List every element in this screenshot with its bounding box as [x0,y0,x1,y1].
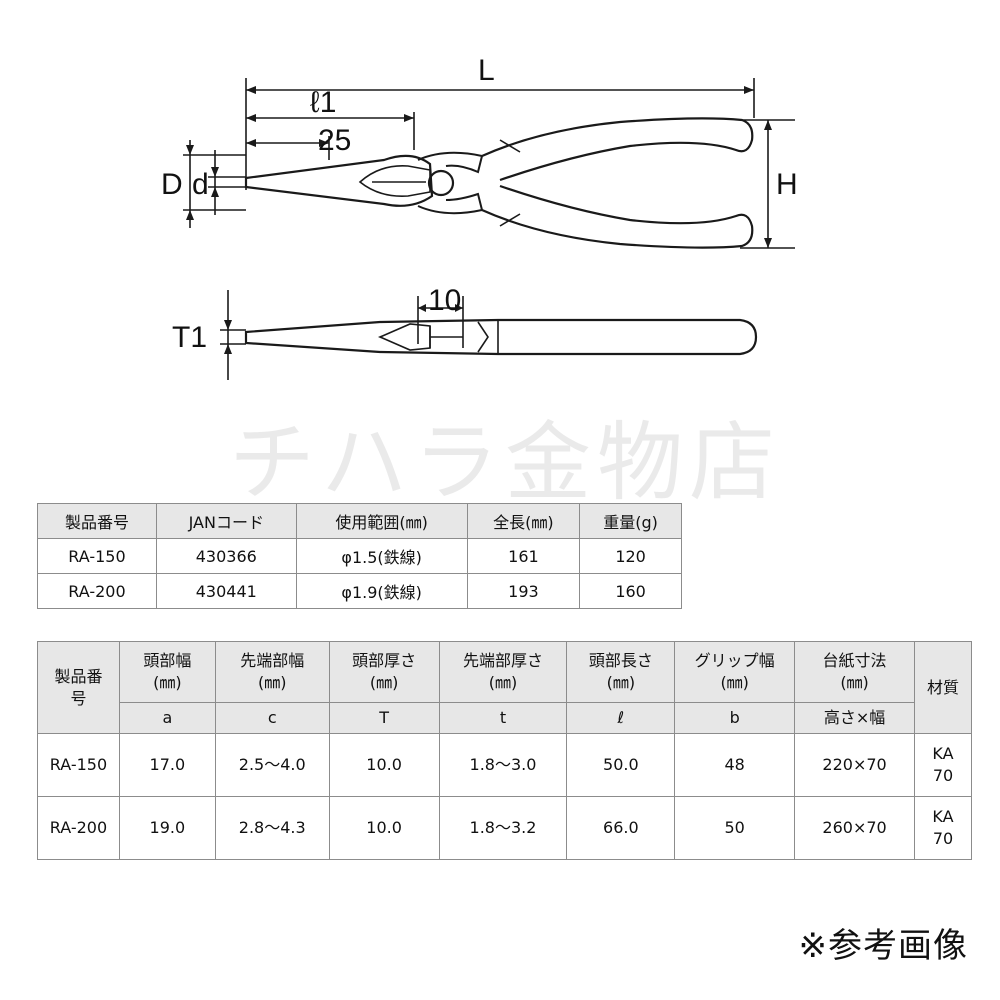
table-cell: φ1.5(鉄線) [295,538,468,574]
table-cell: 220×70 [794,733,916,797]
header-symbol: 高さ×幅 [794,702,916,734]
table-cell: 430441 [155,573,297,609]
header-symbol: b [674,702,796,734]
table-cell: RA-150 [37,733,120,797]
header-unit: (㎜) [369,673,399,692]
table-cell: 260×70 [794,796,916,860]
header-symbol: t [438,702,568,734]
header-name: 頭部長さ [588,651,653,671]
header-name: 頭部幅 [143,651,192,671]
table-cell: RA-200 [37,796,120,860]
header-symbol: T [328,702,440,734]
header-name: 先端部幅 [240,651,305,671]
dim-25-label: 25 [318,124,351,157]
table-row: RA-200 430441 φ1.9(鉄線) 193 160 [37,573,682,609]
table-cell: 2.8〜4.3 [214,796,330,860]
table-row: RA-200 19.0 2.8〜4.3 10.0 1.8〜3.2 66.0 50… [37,796,972,860]
table-cell: 10.0 [328,796,440,860]
dim-d-label: d [192,168,209,201]
reference-image-note: ※参考画像 [798,926,968,966]
header-cell: JANコード [155,503,297,539]
table-cell: 19.0 [118,796,216,860]
table-cell: 120 [579,538,682,574]
dim-l1-label: ℓ1 [310,86,336,119]
header-cell: 重量(g) [579,503,682,539]
spec-table-dimensions: 製品番 号 頭部幅 (㎜) 先端部幅 (㎜) 頭部厚さ (㎜) 先端部厚さ (㎜) 頭部… [37,641,972,860]
dim-L-label: L [478,54,495,87]
header-cell: 製品番号 [37,503,157,539]
header-unit: (㎜) [840,673,869,692]
table-cell: φ1.9(鉄線) [295,573,468,609]
table-row: RA-150 17.0 2.5〜4.0 10.0 1.8〜3.0 50.0 48… [37,733,972,797]
watermark: チハラ金物店 [229,413,781,513]
table-cell: 430366 [155,538,297,574]
table-header-row: 製品番号 JANコード 使用範囲(㎜) 全長(㎜) 重量(g) [37,503,682,539]
table-cell: 17.0 [118,733,216,797]
dim-10-label: 10 [428,284,461,317]
header-symbol: ℓ [566,702,676,734]
table-cell: 48 [674,733,796,797]
table-cell: 161 [466,538,581,574]
header-name: 先端部厚さ [462,651,543,671]
table-cell: KA 70 [914,733,972,797]
header-material: 材質 [914,641,972,734]
dim-D-label: D [161,168,183,201]
pliers-diagram: L ℓ1 25 D d H T1 10 [161,54,798,380]
table-cell: 50.0 [566,733,676,797]
dim-H-label: H [776,168,798,201]
header-cell: 全長(㎜) [466,503,581,539]
table-cell: 66.0 [566,796,676,860]
header-product: 製品番 号 [37,641,120,734]
header-name: 台紙寸法 [822,651,887,671]
header-name: 頭部厚さ [352,651,417,671]
header-unit: (㎜) [720,673,749,692]
spec-table-basic: 製品番号 JANコード 使用範囲(㎜) 全長(㎜) 重量(g) RA-150 4… [37,503,682,609]
table-row: RA-150 430366 φ1.5(鉄線) 161 120 [37,538,682,574]
table-cell: RA-150 [37,538,157,574]
table-subheader-row: a c T t ℓ b 高さ×幅 [38,702,972,734]
header-unit: (㎜) [606,673,636,692]
table-cell: RA-200 [37,573,157,609]
header-unit: (㎜) [257,673,287,692]
table-cell: 10.0 [328,733,440,797]
table-cell: 1.8〜3.0 [438,733,568,797]
header-name: グリップ幅 [694,651,775,671]
table-cell: KA 70 [914,796,972,860]
table-cell: 193 [466,573,581,609]
header-unit: (㎜) [153,673,182,692]
table-cell: 1.8〜3.2 [438,796,568,860]
header-symbol: c [214,702,330,734]
dim-T1-label: T1 [172,321,207,354]
header-cell: 使用範囲(㎜) [295,503,468,539]
table-header-row: 製品番 号 頭部幅 (㎜) 先端部幅 (㎜) 頭部厚さ (㎜) 先端部厚さ (㎜) 頭部… [37,641,972,734]
header-unit: (㎜) [488,673,518,692]
table-cell: 50 [674,796,796,860]
header-symbol: a [118,702,216,734]
table-cell: 2.5〜4.0 [214,733,330,797]
table-cell: 160 [579,573,682,609]
